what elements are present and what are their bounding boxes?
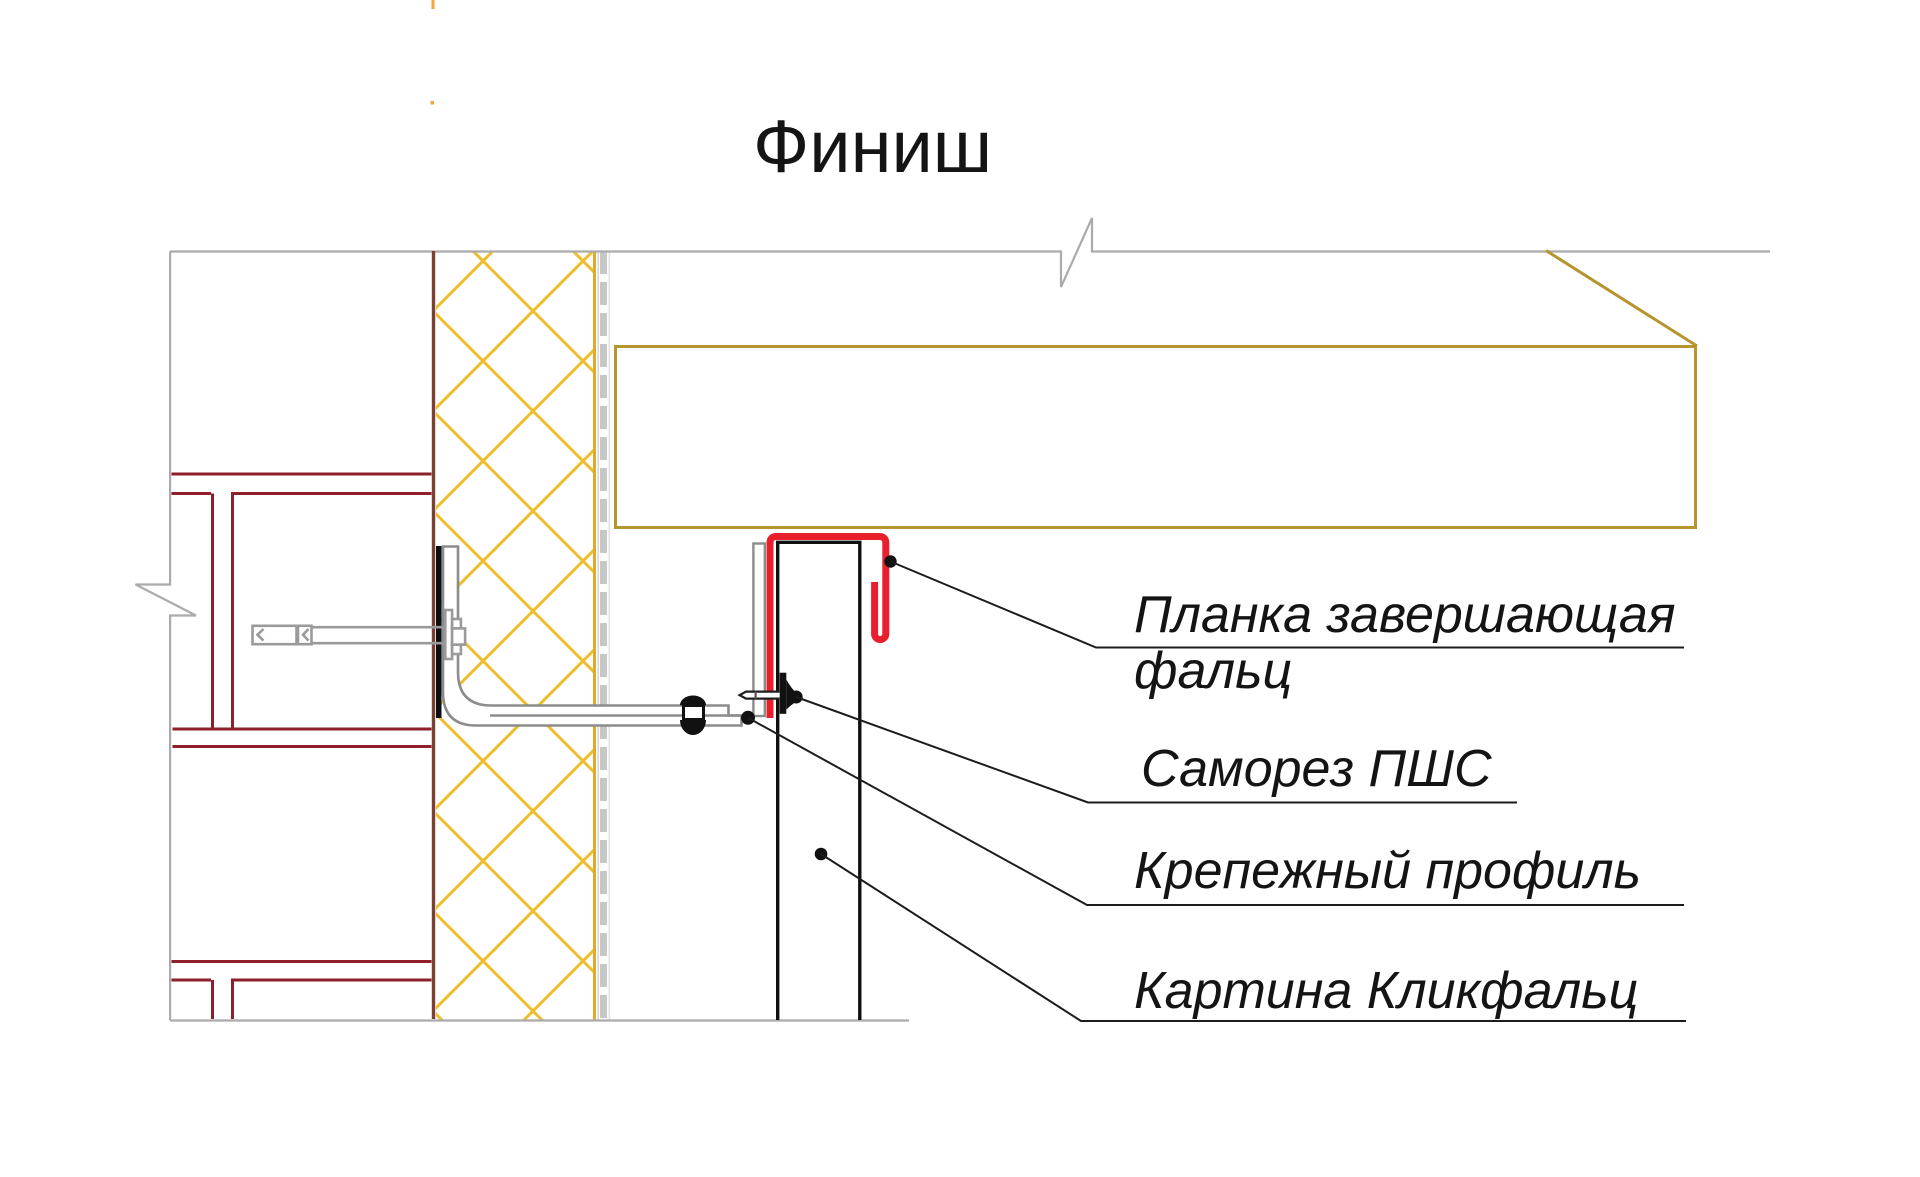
svg-text:Картина Кликфальц: Картина Кликфальц xyxy=(1134,962,1638,1020)
svg-text:Крепежный профиль: Крепежный профиль xyxy=(1134,842,1641,900)
svg-text:Планка завершающая: Планка завершающая xyxy=(1134,586,1676,644)
svg-text:фальц: фальц xyxy=(1134,642,1292,700)
svg-text:Саморез ПШС: Саморез ПШС xyxy=(1141,740,1492,798)
svg-text:Финиш: Финиш xyxy=(753,105,992,188)
